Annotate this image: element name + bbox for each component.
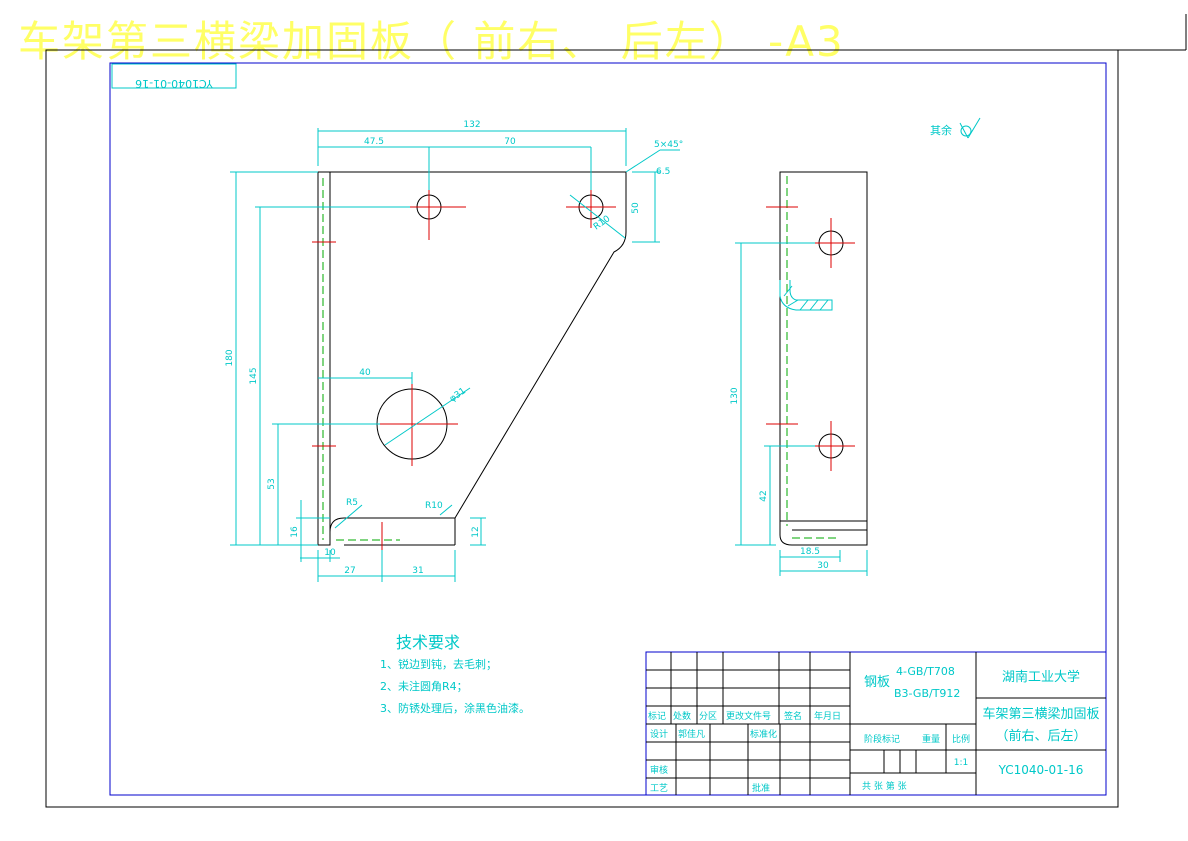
hdr-mark: 标记 [648, 710, 666, 722]
hdr-design: 设计 [650, 728, 668, 740]
roughness-icon [959, 117, 981, 139]
material-std-2: B3-GB/T912 [894, 687, 960, 700]
note-item-1: 1、锐边到钝，去毛刺； [380, 657, 497, 671]
dim-bottom-b: 31 [412, 566, 423, 576]
front-view: 132 47.5 70 5×45° 6.5 50 R10 180 145 53 … [225, 120, 683, 582]
side-view: 130 42 18.5 30 [730, 171, 868, 576]
hdr-standard: 标准化 [750, 728, 777, 740]
dim-left-low: 16 [290, 526, 300, 538]
hdr-approve: 批准 [752, 782, 770, 794]
hdr-sign: 签名 [784, 710, 802, 722]
dimensions-front [230, 128, 680, 582]
technical-notes: 技术要求 1、锐边到钝，去毛刺； 2、未注圆角R4； 3、防锈处理后，涂黑色油漆… [380, 633, 530, 715]
hdr-review: 审核 [650, 764, 668, 776]
dim-lower-height: 42 [759, 490, 769, 501]
hdr-date: 年月日 [814, 710, 841, 722]
hdr-zone: 分区 [699, 711, 717, 722]
dim-right-height: 50 [631, 202, 641, 214]
hdr-stage-mark: 阶段标记 [864, 733, 900, 745]
dim-overall-height: 180 [225, 349, 235, 366]
side-outline [779, 171, 868, 522]
part-name-1: 车架第三横梁加固板 [982, 706, 1099, 722]
centerlines-side [766, 206, 855, 471]
roughness-note: 其余 [930, 123, 952, 137]
dimensions-side [735, 242, 868, 576]
centerlines-front [312, 184, 616, 550]
dim-hole-spacing: 130 [730, 387, 740, 404]
hdr-designer: 郭佳凡 [678, 728, 705, 740]
material-std-1: 4-GB/T708 [896, 665, 955, 678]
dim-corner-r: R5 [346, 498, 358, 508]
outer-frame [45, 49, 1119, 808]
dim-right-low: 12 [471, 526, 481, 537]
inner-frame [109, 62, 1107, 796]
dim-big-hole-height: 53 [267, 478, 277, 489]
scale-value: 1:1 [954, 758, 968, 768]
dim-bottom-left: 10 [324, 548, 336, 558]
hdr-process: 工艺 [650, 783, 668, 794]
title-block: 钢板 4-GB/T708 B3-GB/T912 湖南工业大学 车架第三横梁加固板… [645, 651, 1107, 796]
hdr-sheets: 共 张 第 张 [862, 780, 907, 792]
part-name-2: （前右、后左） [995, 728, 1086, 744]
school-name: 湖南工业大学 [1002, 669, 1080, 685]
dim-small-r: R10 [425, 501, 443, 511]
page-title: 车架第三横梁加固板（ 前右、 后左） -A3 [18, 17, 845, 66]
dim-overall-width: 132 [463, 120, 480, 130]
dim-big-hole-dia: φ31 [448, 386, 468, 404]
side-bottom-flange [779, 521, 868, 546]
dim-bottom-a: 27 [344, 566, 355, 576]
dim-thick-a: 18.5 [800, 547, 820, 557]
dim-corner-radius: R10 [592, 214, 612, 233]
dim-left-seg: 47.5 [364, 137, 384, 147]
dim-hole-height: 145 [249, 367, 259, 384]
dim-chamfer-b: 6.5 [656, 167, 670, 177]
dim-chamfer: 5×45° [654, 140, 683, 150]
note-item-3: 3、防锈处理后，涂黑色油漆。 [380, 701, 530, 715]
section-hatch [779, 280, 833, 311]
dim-big-hole-x: 40 [359, 368, 371, 378]
notes-heading: 技术要求 [396, 633, 460, 652]
dim-right-seg: 70 [504, 137, 516, 147]
note-item-2: 2、未注圆角R4； [380, 679, 468, 693]
flipped-number-box [111, 63, 237, 89]
hdr-count: 处数 [673, 710, 691, 722]
dim-thick-total: 30 [817, 561, 829, 571]
hdr-ratio: 比例 [952, 733, 970, 745]
plate-outline [317, 171, 627, 546]
hdr-weight: 重量 [922, 733, 940, 745]
flipped-number: YC1040-01-16 [135, 77, 214, 90]
hdr-change-doc: 更改文件号 [726, 710, 771, 722]
material-name: 钢板 [864, 675, 890, 690]
drawing-number: YC1040-01-16 [998, 763, 1084, 777]
